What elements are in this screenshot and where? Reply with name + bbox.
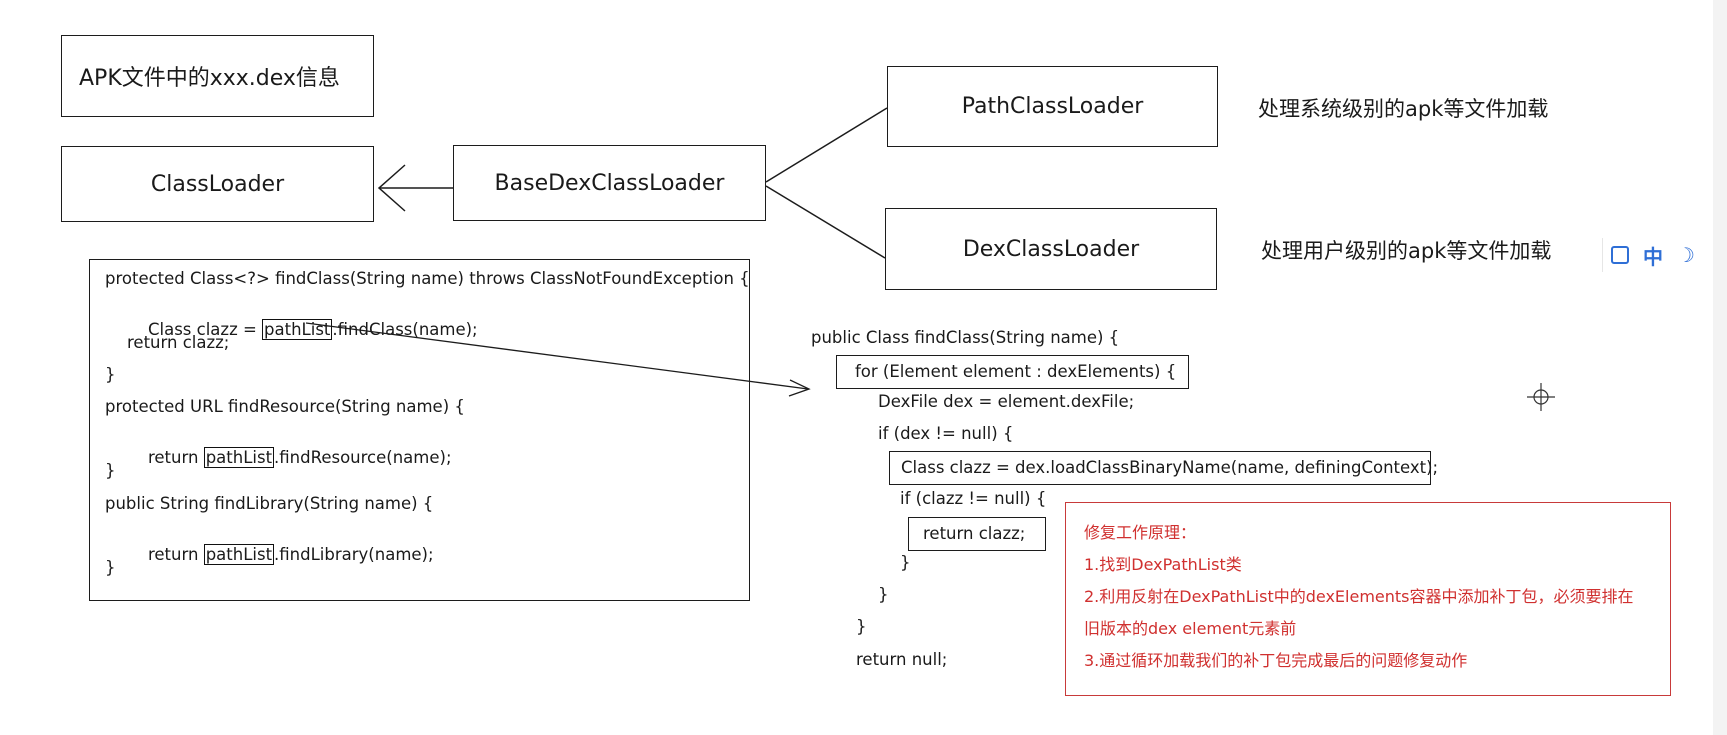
- moon-icon[interactable]: ☽: [1677, 243, 1695, 267]
- ime-language-toggle[interactable]: 中: [1643, 244, 1663, 269]
- pathlist-highlight: pathList: [262, 319, 333, 340]
- check-square-icon[interactable]: [1611, 246, 1629, 264]
- pathclassloader-box: PathClassLoader: [887, 66, 1218, 147]
- user-level-note: 处理用户级别的apk等文件加载: [1261, 239, 1552, 263]
- return-clazz-highlight: return clazz;: [908, 517, 1046, 551]
- branch-line-dex: [765, 185, 886, 259]
- basedexclassloader-box: BaseDexClassLoader: [453, 145, 766, 221]
- code-line: return pathList.findLibrary(name);: [127, 526, 434, 583]
- code-line: }: [105, 558, 116, 577]
- fix-step-2-cont: 旧版本的dex element元素前: [1084, 619, 1297, 638]
- dexclassloader-box: DexClassLoader: [885, 208, 1217, 290]
- code-line: protected Class<?> findClass(String name…: [105, 269, 750, 288]
- code-text: .findResource(name);: [274, 448, 452, 467]
- code-line: }: [105, 461, 116, 480]
- code-line: }: [900, 553, 911, 572]
- branch-line-path: [765, 107, 888, 183]
- code-text: .findClass(name);: [332, 320, 478, 339]
- code-line: public Class findClass(String name) {: [811, 328, 1120, 347]
- crosshair-icon: [1527, 383, 1555, 411]
- code-line: return pathList.findResource(name);: [127, 429, 452, 486]
- code-line: public String findLibrary(String name) {: [105, 494, 434, 513]
- scrollbar-track[interactable]: [1713, 0, 1727, 735]
- code-text: return: [147, 545, 204, 564]
- classloader-box: ClassLoader: [61, 146, 374, 222]
- ime-toolbar[interactable]: 中 ☽: [1602, 238, 1727, 272]
- fix-principle-box: 修复工作原理： 1.找到DexPathList类 2.利用反射在DexPathL…: [1065, 502, 1671, 696]
- code-line: }: [878, 585, 889, 604]
- apk-dex-info-box: APK文件中的xxx.dex信息: [61, 35, 374, 117]
- code-line: return clazz;: [127, 333, 230, 352]
- fix-step-2: 2.利用反射在DexPathList中的dexElements容器中添加补丁包，…: [1084, 587, 1634, 606]
- code-line: Class clazz = pathList.findClass(name);: [127, 301, 478, 358]
- pathlist-highlight: pathList: [203, 544, 275, 565]
- pathlist-highlight: pathList: [203, 447, 275, 468]
- pathlist-arrowhead: [788, 379, 811, 397]
- code-line: }: [856, 617, 867, 636]
- code-line: return null;: [856, 650, 948, 669]
- basedex-code-block: protected Class<?> findClass(String name…: [89, 259, 750, 601]
- code-text: .findLibrary(name);: [274, 545, 434, 564]
- code-line: }: [105, 365, 116, 384]
- code-text: Class clazz =: [147, 320, 263, 339]
- code-line: if (dex != null) {: [878, 424, 1014, 443]
- for-loop-highlight: for (Element element : dexElements) {: [836, 355, 1189, 389]
- code-text: return: [147, 448, 204, 467]
- fix-step-1: 1.找到DexPathList类: [1084, 555, 1242, 574]
- code-line: DexFile dex = element.dexFile;: [878, 392, 1135, 411]
- fix-title: 修复工作原理：: [1084, 523, 1197, 542]
- code-line: if (clazz != null) {: [900, 489, 1047, 508]
- load-class-highlight: Class clazz = dex.loadClassBinaryName(na…: [889, 451, 1438, 485]
- system-level-note: 处理系统级别的apk等文件加载: [1258, 97, 1549, 121]
- fix-step-3: 3.通过循环加载我们的补丁包完成最后的问题修复动作: [1084, 651, 1468, 670]
- inherit-arrowhead: [377, 164, 406, 212]
- code-line: protected URL findResource(String name) …: [105, 397, 465, 416]
